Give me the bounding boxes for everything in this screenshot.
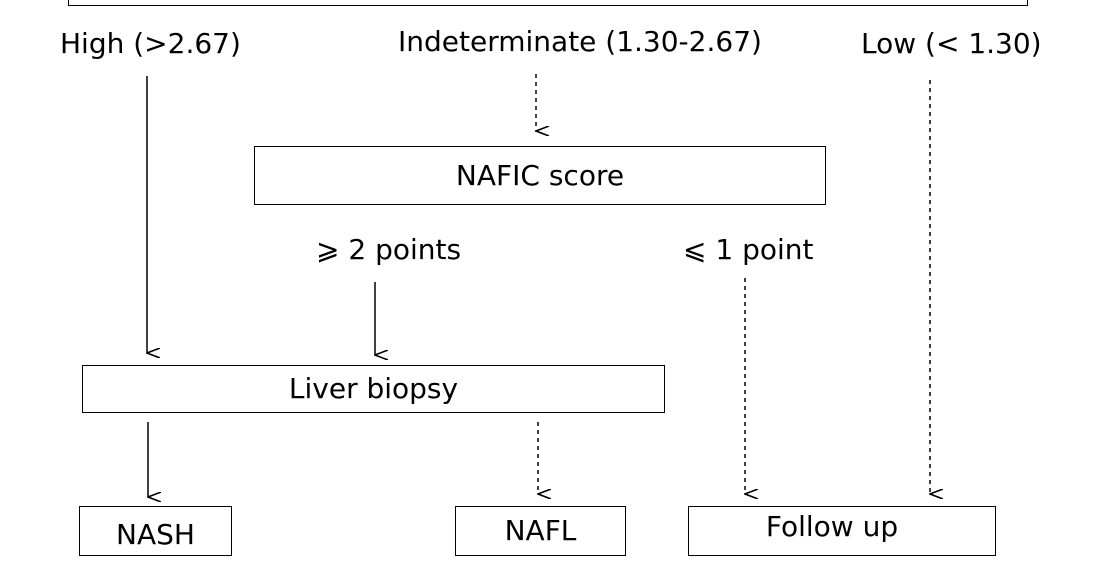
top-box — [68, 0, 1028, 6]
nafic-score-label: NAFIC score — [455, 158, 625, 192]
category-low-label: Low (< 1.30) — [861, 27, 1042, 60]
nafl-label: NAFL — [504, 514, 577, 547]
branch-ge2-label: ⩾ 2 points — [316, 233, 462, 266]
nash-label: NASH — [116, 518, 195, 551]
nash-box: NASH — [79, 506, 232, 556]
follow-up-label: Follow up — [765, 510, 899, 543]
follow-up-box: Follow up — [688, 506, 996, 556]
branch-le1-label: ⩽ 1 point — [683, 233, 814, 266]
liver-biopsy-label: Liver biopsy — [288, 372, 459, 405]
nafl-box: NAFL — [455, 506, 626, 556]
category-high-label: High (>2.67) — [60, 27, 241, 60]
category-indeterminate-label: Indeterminate (1.30-2.67) — [398, 25, 762, 58]
liver-biopsy-box: Liver biopsy — [82, 365, 665, 413]
nafic-score-box: NAFIC score — [254, 146, 826, 205]
